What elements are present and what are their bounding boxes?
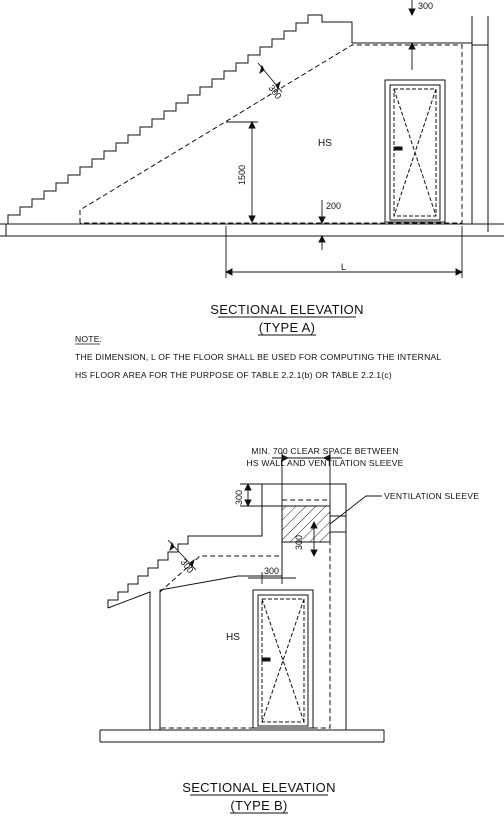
type-b-room-label: HS	[226, 632, 240, 643]
type-a-dim-height: 1500	[237, 165, 247, 185]
type-b-dimensions	[167, 452, 382, 584]
type-a-note-line1: THE DIMENSION, L OF THE FLOOR SHALL BE U…	[75, 352, 441, 362]
type-a-title-line2: (TYPE A)	[259, 320, 316, 335]
type-b-dim-wall: 300	[264, 566, 279, 576]
type-a-note-line2: HS FLOOR AREA FOR THE PURPOSE OF TABLE 2…	[75, 370, 392, 380]
type-b-dim-top-left: 300	[234, 490, 244, 505]
type-a-elevation	[0, 14, 504, 237]
type-b-door-frame	[252, 589, 314, 729]
type-b-staircase	[107, 483, 347, 730]
type-a-room-label: HS	[318, 138, 332, 149]
type-a-dim-slab: 300	[266, 83, 283, 101]
type-b-clear-space-line2: HS WALL AND VENTILATION SLEEVE	[246, 458, 403, 468]
type-b-title-line2: (TYPE B)	[230, 798, 287, 813]
type-a-dim-top: 300	[418, 1, 433, 11]
type-b-sleeve-label: VENTILATION SLEEVE	[384, 491, 479, 501]
type-b-clear-space-line1: MIN. 700 CLEAR SPACE BETWEEN	[251, 446, 398, 456]
type-b-dim-sleeve: 300	[294, 535, 304, 550]
type-a-dimensions	[224, 0, 464, 278]
type-a-staircase	[7, 14, 473, 224]
type-b-title-line1: SECTIONAL ELEVATION	[182, 780, 336, 795]
type-a-hs-boundary	[79, 44, 463, 224]
type-b-elevation	[99, 483, 385, 743]
type-a-title-line1: SECTIONAL ELEVATION	[210, 302, 364, 317]
type-a-dim-length: L	[341, 262, 346, 272]
type-a-note-heading: NOTE:	[75, 334, 102, 344]
type-b-dim-slab: 300	[178, 557, 195, 575]
type-a-dim-floor: 200	[326, 201, 341, 211]
type-b-ventilation-sleeve	[281, 505, 331, 543]
type-a-door-frame	[384, 79, 446, 223]
